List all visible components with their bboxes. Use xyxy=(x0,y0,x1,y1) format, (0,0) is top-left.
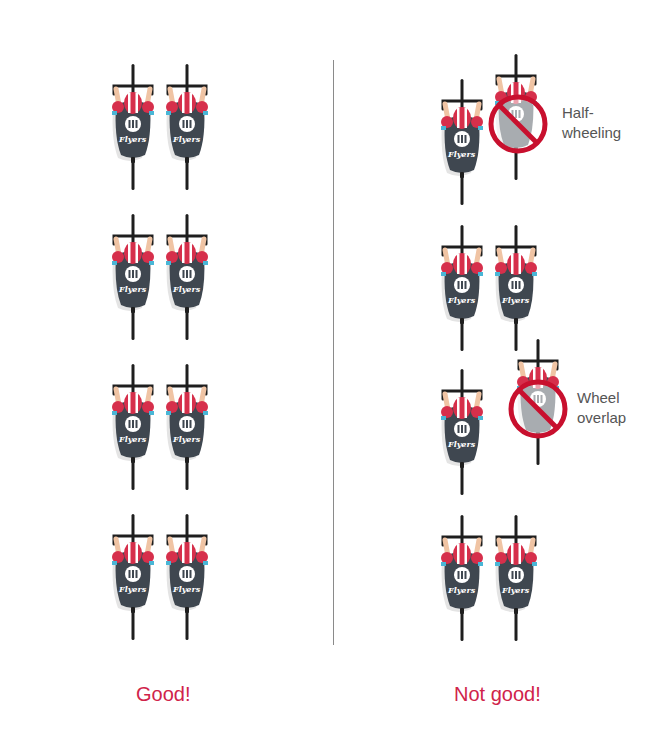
rider xyxy=(166,364,208,490)
rider xyxy=(441,79,483,205)
jersey-logo: Flyers xyxy=(173,285,200,294)
rider xyxy=(441,369,483,495)
jersey-logo: Flyers xyxy=(173,435,200,444)
jersey-logo: Flyers xyxy=(119,435,146,444)
divider-line xyxy=(333,60,334,645)
jersey-logo: Flyers xyxy=(448,440,475,449)
rider xyxy=(112,214,154,340)
callout-note: Wheel overlap xyxy=(577,388,655,428)
jersey-logo: Flyers xyxy=(119,585,146,594)
rider xyxy=(495,515,537,641)
jersey-logo: Flyers xyxy=(448,296,475,305)
column-caption: Not good! xyxy=(454,682,541,706)
rider xyxy=(495,225,537,351)
jersey-logo: Flyers xyxy=(173,135,200,144)
rider xyxy=(441,225,483,351)
prohibition-sign xyxy=(491,97,545,151)
jersey-logo: Flyers xyxy=(119,285,146,294)
prohibition-sign xyxy=(511,382,565,436)
jersey-logo: Flyers xyxy=(502,586,529,595)
rider xyxy=(112,64,154,190)
column-caption: Good! xyxy=(136,682,190,706)
jersey-logo: Flyers xyxy=(502,296,529,305)
jersey-logo: Flyers xyxy=(119,135,146,144)
rider xyxy=(441,515,483,641)
jersey-logo: Flyers xyxy=(448,586,475,595)
rider xyxy=(112,514,154,640)
rider xyxy=(112,364,154,490)
jersey-logo: Flyers xyxy=(448,150,475,159)
rider xyxy=(166,64,208,190)
rider xyxy=(166,514,208,640)
rider xyxy=(166,214,208,340)
jersey-logo: Flyers xyxy=(173,585,200,594)
callout-note: Half-wheeling xyxy=(562,103,634,143)
